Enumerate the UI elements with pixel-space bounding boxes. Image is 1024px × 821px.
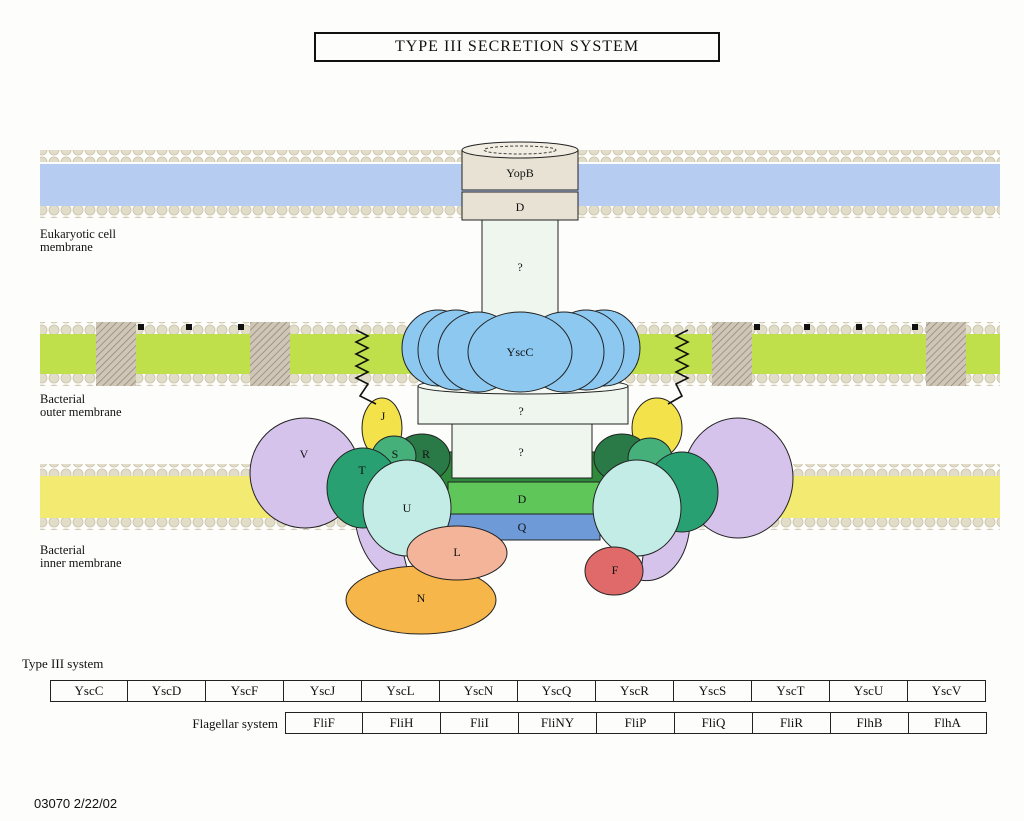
protein-u-right	[592, 459, 682, 557]
type3-table-title: Type III system	[22, 656, 104, 671]
table-cell: YscQ	[518, 680, 596, 702]
label-f: F	[612, 563, 619, 577]
protein-d-base	[447, 481, 601, 515]
table-cell: YscC	[50, 680, 128, 702]
porin-block	[250, 322, 290, 386]
table-cell: YscT	[752, 680, 830, 702]
label-ring-lower: ?	[518, 445, 523, 459]
label-outer-membrane: Bacterial outer membrane	[40, 392, 122, 419]
label-yscc: YscC	[507, 345, 534, 359]
secretin-yscc	[401, 309, 641, 393]
label-eukaryotic-membrane: Eukaryotic cell membrane	[40, 227, 117, 254]
table-cell: YscN	[440, 680, 518, 702]
table-cell: YscF	[206, 680, 284, 702]
table-cell: YscS	[674, 680, 752, 702]
label-inner-membrane: Bacterial inner membrane	[40, 543, 122, 570]
label-ring-upper: ?	[518, 404, 523, 418]
table-cell: FliNY	[519, 712, 597, 734]
table-cell: FliH	[363, 712, 441, 734]
table-cell: YscJ	[284, 680, 362, 702]
label-yopb: YopB	[506, 166, 533, 180]
label-t: T	[358, 463, 366, 477]
protein-l	[406, 525, 508, 581]
table-cell: FliQ	[675, 712, 753, 734]
protein-f	[584, 546, 644, 596]
yopb-tip	[461, 141, 579, 221]
spring-left	[354, 329, 377, 405]
footer-code: 03070 2/22/02	[34, 796, 118, 811]
label-u: U	[403, 501, 412, 515]
porin-block	[926, 322, 966, 386]
table-cell: YscV	[908, 680, 986, 702]
table-cell: YscD	[128, 680, 206, 702]
label-j: J	[381, 409, 386, 423]
table-cell: FliF	[285, 712, 363, 734]
diagram-title: TYPE III SECRETION SYSTEM	[314, 32, 720, 62]
label-n: N	[417, 591, 426, 605]
needle-stalk	[481, 219, 559, 321]
table-cell: YscL	[362, 680, 440, 702]
table-cell: FliR	[753, 712, 831, 734]
table-cell: FliP	[597, 712, 675, 734]
spring-right	[667, 329, 690, 405]
label-q: Q	[518, 520, 527, 534]
table-cell: FliI	[441, 712, 519, 734]
flagellar-table-title: Flagellar system	[192, 716, 278, 731]
table-cell: YscU	[830, 680, 908, 702]
table-cell: FlhA	[909, 712, 987, 734]
label-s: S	[392, 447, 399, 461]
porin-block	[96, 322, 136, 386]
table-cell: YscR	[596, 680, 674, 702]
label-v: V	[300, 447, 309, 461]
label-d-top: D	[516, 200, 525, 214]
label-l: L	[453, 545, 460, 559]
table-cell: FlhB	[831, 712, 909, 734]
label-r: R	[422, 447, 430, 461]
label-stalk: ?	[517, 260, 522, 274]
label-d-base: D	[518, 492, 527, 506]
inner-ring-lower	[451, 423, 593, 479]
porin-block	[712, 322, 752, 386]
